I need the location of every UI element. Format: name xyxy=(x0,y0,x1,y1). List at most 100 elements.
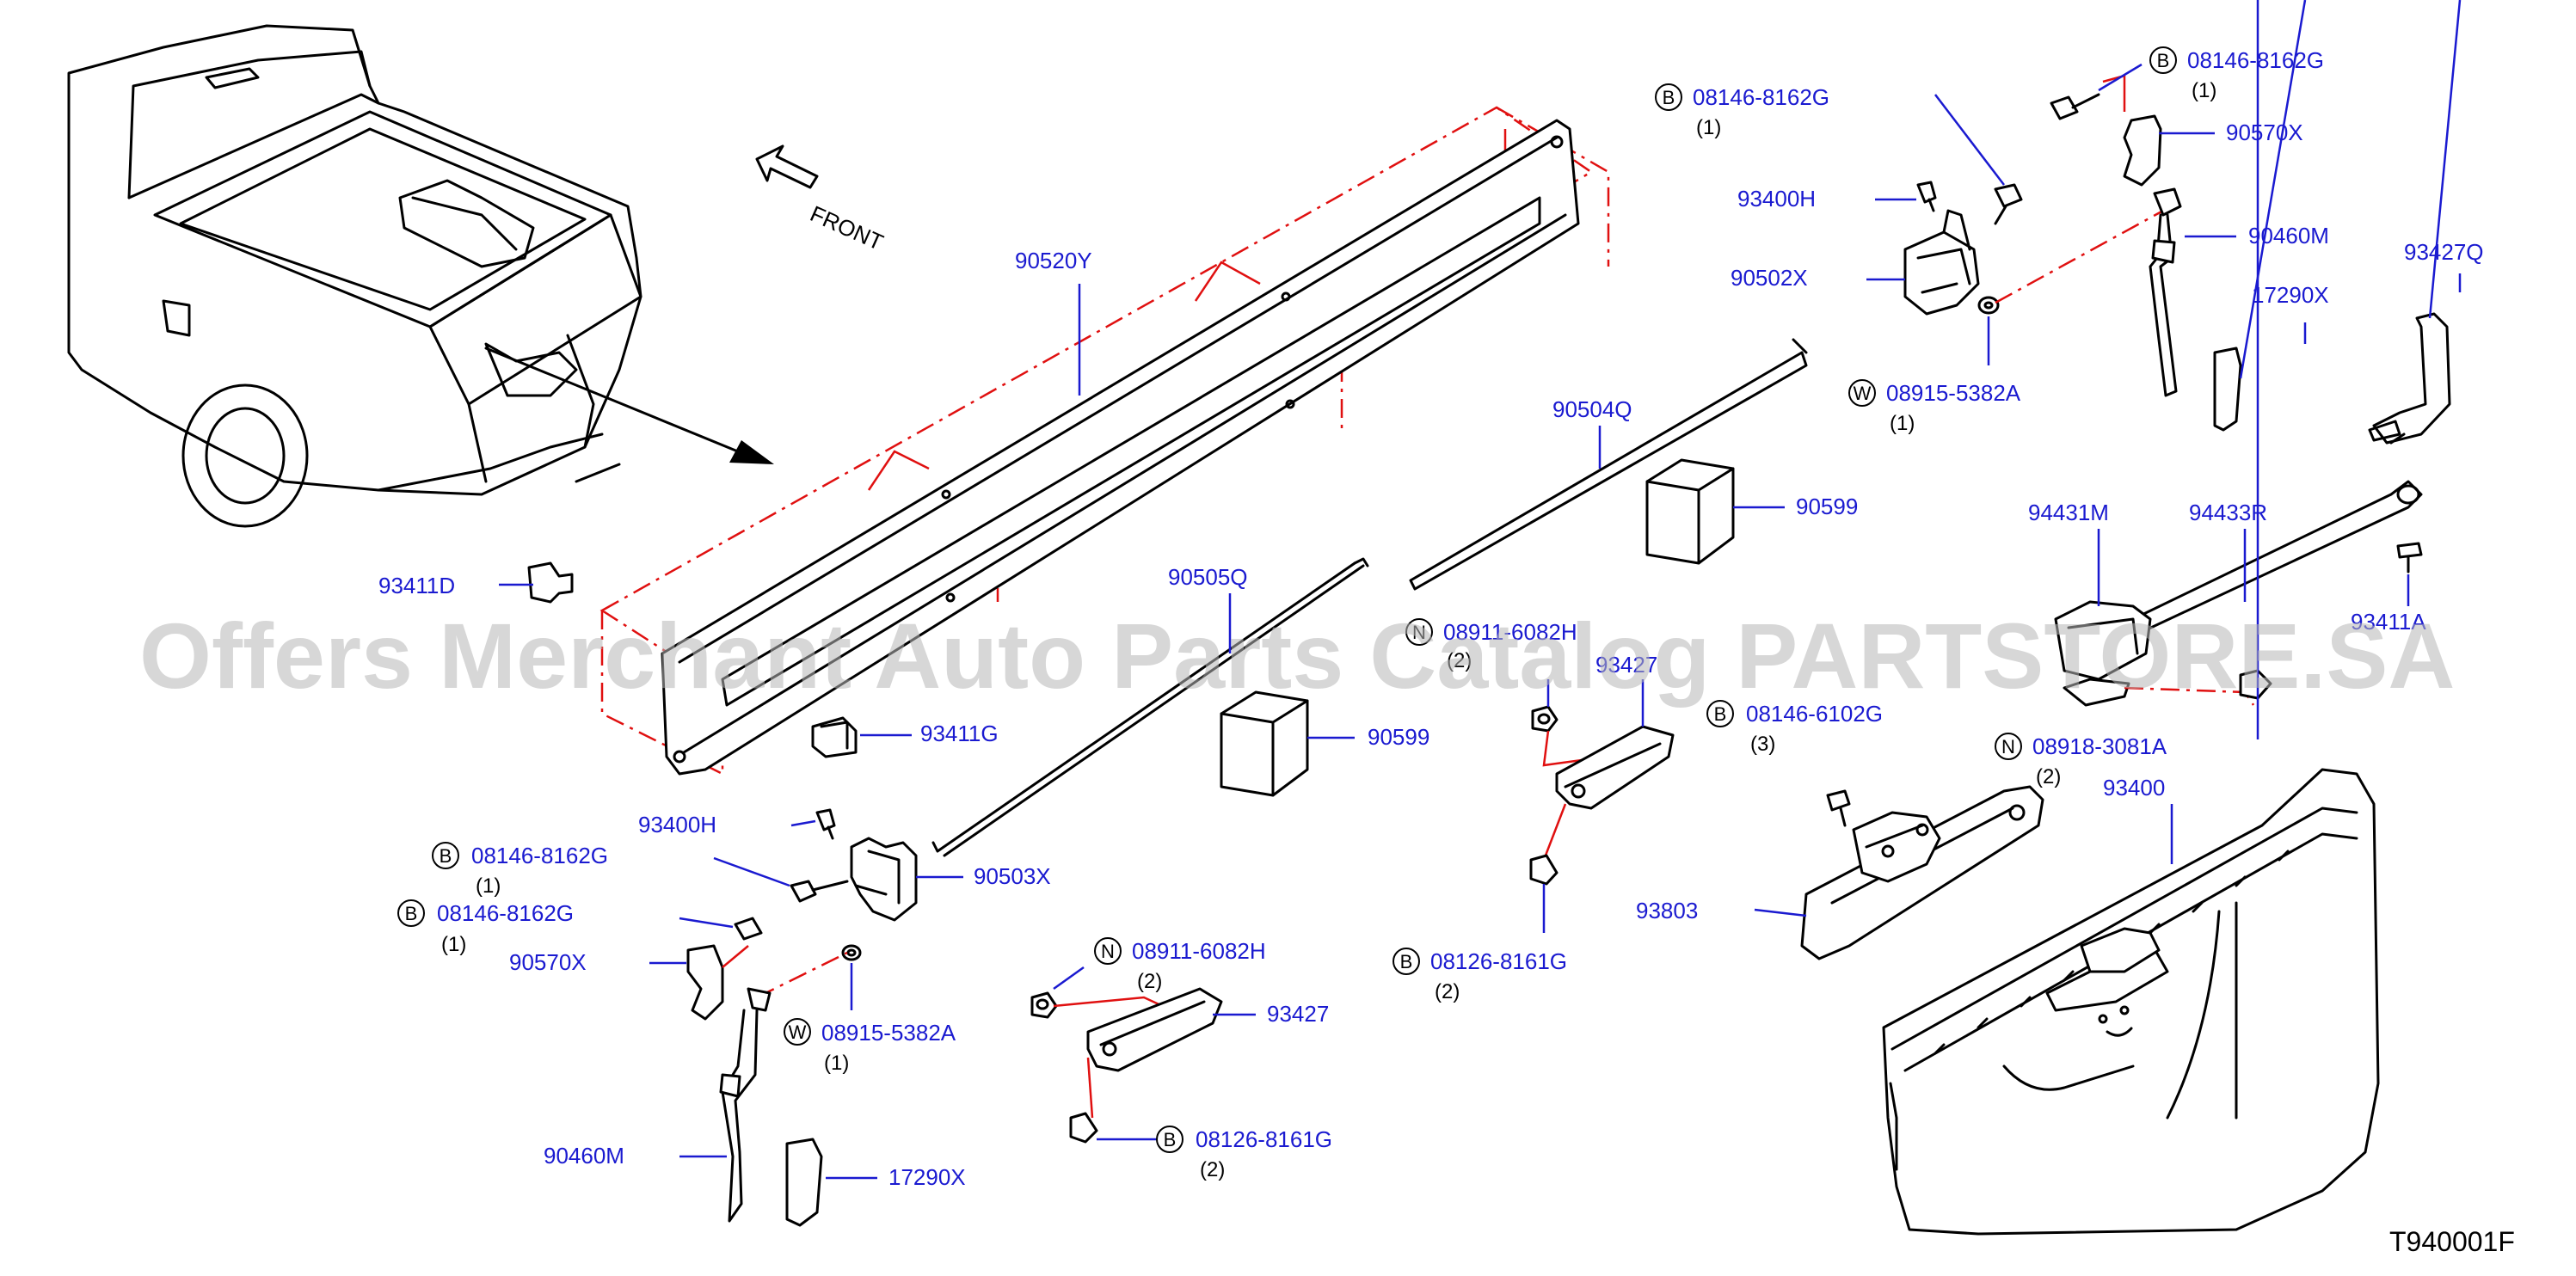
label-08126-8161G-middle: 08126-8161G xyxy=(1430,948,1567,974)
lock-94431M xyxy=(2054,600,2255,707)
qty-08126-8161G-middle: (2) xyxy=(1435,980,1460,1003)
clip-08918-3081A xyxy=(2239,669,2272,700)
label-17290X-upper: 17290X xyxy=(2252,282,2329,308)
qty-08911-6082H-lower: (2) xyxy=(1137,970,1162,993)
qty-08146-8162G-upper-b: (1) xyxy=(2192,79,2216,102)
prefix-W-08915-5382A-left: W xyxy=(784,1018,811,1046)
cover-17290X-upper xyxy=(2213,347,2242,432)
qty-08915-5382A-left: (1) xyxy=(824,1052,849,1075)
lock-rod-94433R xyxy=(2131,480,2423,634)
label-08911-6082H-middle: 08911-6082H xyxy=(1443,619,1577,645)
label-08911-6082H-lower: 08911-6082H xyxy=(1132,938,1266,964)
tailgate-shell-93400 xyxy=(1882,768,2380,1236)
svg-text:B: B xyxy=(440,845,452,867)
prefix-B-08126-8161G-middle: B xyxy=(1393,948,1420,975)
prefix-N-08911-6082H-middle: N xyxy=(1405,618,1433,646)
label-90599-lower: 90599 xyxy=(1368,724,1429,750)
label-90460M-left: 90460M xyxy=(544,1143,624,1169)
bolt-08146-8162G-left-a xyxy=(790,880,849,903)
bolt-08146-8162G-upper-a xyxy=(1994,183,2023,225)
label-94433R: 94433R xyxy=(2189,500,2267,525)
label-90460M-upper: 90460M xyxy=(2248,223,2329,248)
diagram-code: T940001F xyxy=(2389,1226,2515,1257)
label-93803: 93803 xyxy=(1636,898,1698,923)
hinge-bracket-90502X xyxy=(1903,209,1980,316)
svg-text:B: B xyxy=(1663,87,1675,108)
bolt-93400H-upper xyxy=(1916,181,1937,212)
prefix-W-08915-5382A-upper: W xyxy=(1848,379,1876,407)
clip-93411D xyxy=(527,561,574,604)
watermark: Offers Merchant Auto Parts Catalog PARTS… xyxy=(139,604,2455,708)
prefix-B-08126-8161G-lower: B xyxy=(1156,1126,1183,1153)
cover-17290X-left xyxy=(785,1138,823,1227)
label-08146-6102G: 08146-6102G xyxy=(1746,701,1883,727)
label-93427Q: 93427Q xyxy=(2404,239,2484,265)
bracket-90570X-left xyxy=(686,944,749,1021)
label-08918-3081A: 08918-3081A xyxy=(2032,733,2167,759)
qty-08146-6102G: (3) xyxy=(1750,733,1775,756)
label-90570X-left: 90570X xyxy=(509,949,587,975)
svg-text:B: B xyxy=(1400,951,1413,972)
qty-08146-8162G-left-b: (1) xyxy=(441,933,466,956)
label-93400: 93400 xyxy=(2103,775,2165,801)
hinge-bracket-90503X xyxy=(850,837,918,922)
qty-08918-3081A: (2) xyxy=(2036,765,2061,788)
label-90504Q: 90504Q xyxy=(1552,396,1632,422)
bolt-08146-8162G-left-b xyxy=(734,917,763,941)
rod-90505Q xyxy=(931,557,1369,857)
clip-93411A xyxy=(2396,542,2423,574)
svg-text:B: B xyxy=(405,903,418,924)
label-17290X-left: 17290X xyxy=(888,1164,966,1190)
label-08146-8162G-left-a: 08146-8162G xyxy=(471,843,608,868)
tailgate-panel-90520Y xyxy=(599,106,1610,776)
label-90599-upper: 90599 xyxy=(1796,494,1858,519)
label-08126-8161G-lower: 08126-8161G xyxy=(1196,1126,1332,1152)
cable-90460M-upper xyxy=(2149,187,2182,397)
front-direction-indicator: FRONT xyxy=(755,144,888,255)
label-08915-5382A-left: 08915-5382A xyxy=(821,1020,956,1046)
latch-93427-middle xyxy=(1542,725,1675,861)
label-08146-8162G-left-b: 08146-8162G xyxy=(437,900,574,926)
bolt-08126-8161G-middle xyxy=(1529,854,1559,886)
bracket-93427Q xyxy=(2368,312,2451,445)
front-label: FRONT xyxy=(807,200,888,255)
clip-93411G xyxy=(811,716,858,758)
prefix-N-08918-3081A: N xyxy=(1995,733,2022,760)
label-93411D: 93411D xyxy=(378,573,455,598)
pad-90599-upper xyxy=(1645,458,1735,565)
label-93427-lower: 93427 xyxy=(1267,1001,1329,1027)
svg-text:N: N xyxy=(2001,736,2015,758)
label-90505Q: 90505Q xyxy=(1168,564,1248,590)
label-94431M: 94431M xyxy=(2028,500,2109,525)
label-93411A: 93411A xyxy=(2351,609,2426,635)
svg-text:W: W xyxy=(789,1021,807,1043)
truck-illustration xyxy=(67,24,774,528)
qty-08126-8161G-lower: (2) xyxy=(1200,1158,1225,1181)
prefix-B-08146-8162G-upper-a: B xyxy=(1655,83,1682,111)
bolt-93400H-left xyxy=(815,808,836,840)
svg-text:N: N xyxy=(1412,622,1426,643)
pad-90599-lower xyxy=(1220,690,1309,797)
latch-93427-lower xyxy=(1053,987,1223,1119)
bolt-08126-8161G-lower xyxy=(1069,1112,1098,1144)
qty-08146-8162G-left-a: (1) xyxy=(476,874,501,898)
label-90502X: 90502X xyxy=(1731,265,1808,291)
qty-08146-8162G-upper-a: (1) xyxy=(1696,116,1721,139)
label-93400H-left: 93400H xyxy=(638,812,716,837)
label-08915-5382A-upper: 08915-5382A xyxy=(1886,380,2021,406)
label-90570X-upper: 90570X xyxy=(2226,120,2303,145)
label-93411G: 93411G xyxy=(920,721,999,746)
prefix-B-08146-8162G-upper-b: B xyxy=(2149,46,2177,74)
label-08146-8162G-upper-b: 08146-8162G xyxy=(2187,47,2324,73)
svg-text:N: N xyxy=(1101,941,1115,962)
label-93400H-upper: 93400H xyxy=(1737,186,1816,212)
prefix-B-08146-8162G-b: B xyxy=(397,899,425,927)
washer-08915-5382A-left xyxy=(756,944,862,999)
svg-text:B: B xyxy=(1164,1129,1177,1150)
svg-text:B: B xyxy=(2157,50,2170,71)
label-90520Y: 90520Y xyxy=(1015,248,1092,273)
cable-90460M-left xyxy=(719,987,772,1223)
washer-08915-5382A-upper xyxy=(1977,209,2164,315)
qty-08911-6082H-middle: (2) xyxy=(1447,649,1472,672)
